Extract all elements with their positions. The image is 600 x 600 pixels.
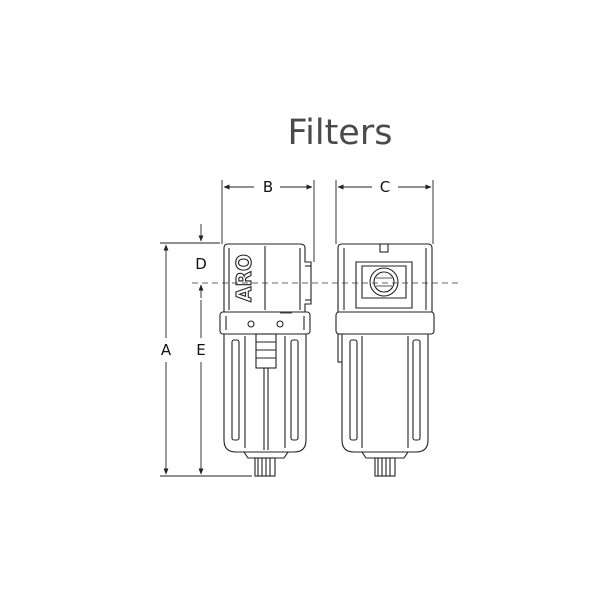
front-collar — [219, 311, 311, 335]
side-collar — [335, 311, 435, 335]
front-view — [219, 243, 312, 477]
dim-label-b: B — [263, 178, 273, 196]
dim-label-a: A — [161, 341, 172, 359]
dim-label-c: C — [380, 178, 390, 196]
page-title: Filters — [287, 113, 393, 153]
dimension-lines — [160, 180, 434, 477]
side-view — [335, 243, 435, 477]
side-bowl — [341, 333, 429, 453]
front-head — [223, 243, 312, 313]
dim-label-d: D — [195, 255, 207, 273]
aro-logo: ARO — [232, 254, 256, 302]
dim-label-e: E — [196, 341, 205, 359]
